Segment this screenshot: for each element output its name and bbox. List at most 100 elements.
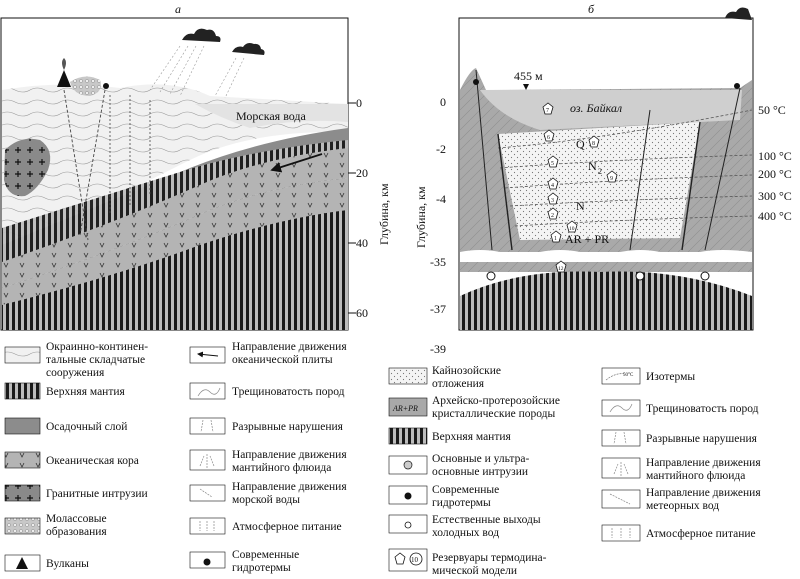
depth-tick: 0 xyxy=(356,96,362,110)
svg-text:5: 5 xyxy=(551,161,554,167)
fault-line xyxy=(497,133,513,251)
cloud-icon xyxy=(232,43,265,55)
legend-swatch xyxy=(4,382,41,400)
isotherm-labels: 50 °C 100 °C 200 °C 300 °C 400 °C xyxy=(758,103,792,223)
reservoir-icon xyxy=(588,135,600,148)
sea-label: Морская вода xyxy=(236,109,307,123)
depth-tick: 60 xyxy=(356,306,368,320)
hydrotherm-icon xyxy=(103,83,109,89)
legend-swatch-text: 10 xyxy=(411,556,419,564)
legend-label: Основные и ультра-основные интрузии xyxy=(432,453,529,478)
isotherm-label: 400 °C xyxy=(758,209,792,223)
depth-axis-title: Глубина, км xyxy=(414,186,428,248)
isotherm-label: 300 °C xyxy=(758,189,792,203)
reservoir-icon xyxy=(543,129,555,142)
molasse xyxy=(70,76,101,96)
oceanic-crust xyxy=(2,148,348,288)
legend-swatch xyxy=(4,417,41,435)
isotherm-line xyxy=(497,109,753,149)
fault-line xyxy=(629,109,651,251)
cloud-icon xyxy=(182,28,221,42)
unit-label: Q xyxy=(576,137,585,151)
legend-swatch xyxy=(189,449,226,471)
isotherm-label: 50 °C xyxy=(758,103,786,117)
legend-label: Атмосферное питание xyxy=(646,528,756,540)
depth-axis-title: Глубина, км xyxy=(377,183,391,245)
legend-label: Резервуары термодина-мической модели xyxy=(432,552,547,577)
isotherm-line xyxy=(514,215,753,227)
svg-text:9: 9 xyxy=(610,176,613,182)
upper-mantle-slab xyxy=(2,140,348,262)
intrusion-icon xyxy=(486,271,496,281)
reservoir-icon xyxy=(606,170,618,183)
volcano-icon xyxy=(57,70,71,87)
elevation-marker xyxy=(523,84,529,90)
legend-label: Разрывные нарушения xyxy=(646,433,758,445)
sea-water xyxy=(195,104,348,128)
legend-swatch xyxy=(4,484,41,502)
cold-spring-icon xyxy=(404,521,412,529)
upper-mantle-dome xyxy=(460,271,752,330)
panel-a: а xyxy=(0,2,391,331)
legend-label: Вулканы xyxy=(46,558,89,570)
legend-label: Верхняя мантия xyxy=(432,431,512,443)
svg-text:4: 4 xyxy=(551,183,554,189)
legend-swatch xyxy=(601,399,641,417)
legend-swatch xyxy=(388,367,428,385)
reservoir-icon xyxy=(394,552,406,565)
svg-text:12: 12 xyxy=(558,266,564,272)
reservoir-icon xyxy=(555,260,567,273)
scale-break xyxy=(460,250,752,264)
legend-swatch xyxy=(388,397,428,417)
depth-tick: 0 xyxy=(440,95,446,109)
hydrotherm-icon xyxy=(473,79,479,85)
unit-label: N xyxy=(588,159,597,173)
depth-axis-b: 0 -2 -4 -35 -37 -39 Глубина, км xyxy=(414,95,446,356)
intrusion-icon xyxy=(635,271,645,281)
isotherm-label: 100 °C xyxy=(758,149,792,163)
fault-line xyxy=(681,121,701,251)
legend-swatch xyxy=(4,451,41,469)
legend-swatch xyxy=(4,346,41,364)
legend-swatch xyxy=(388,427,428,445)
panel-a-label: а xyxy=(175,2,181,16)
unit-label: N xyxy=(576,199,585,213)
legend-swatch-text: AR+PR xyxy=(392,404,418,413)
reservoir-icon xyxy=(547,207,559,220)
hydrotherm-icon xyxy=(404,492,412,500)
legend-swatch xyxy=(601,489,641,509)
cloud-icon xyxy=(725,7,752,21)
depth-tick: -4 xyxy=(436,192,446,206)
svg-text:2: 2 xyxy=(551,213,554,219)
unit-subscript: 2 xyxy=(598,167,602,176)
elevation-label: 455 м xyxy=(514,69,543,83)
depth-tick: -37 xyxy=(430,302,446,316)
depth-tick: -39 xyxy=(430,342,446,356)
legend-label: Гранитные интрузии xyxy=(46,488,148,500)
svg-text:8: 8 xyxy=(592,141,595,147)
isotherm-line xyxy=(509,195,753,207)
lake-baikal xyxy=(480,90,742,130)
legend-label: Трещиноватость пород xyxy=(646,403,759,415)
legend-label: Океаническая кора xyxy=(46,455,139,467)
depth-tick: -2 xyxy=(436,142,446,156)
isotherm-label: 200 °C xyxy=(758,167,792,181)
legend-label: Трещиноватость пород xyxy=(232,386,345,398)
cenozoic-sediments xyxy=(498,122,700,240)
legend-label: Разрывные нарушения xyxy=(232,421,344,433)
isotherm-line xyxy=(504,174,753,189)
panel-b: б 455 м оз. Байкал Q N xyxy=(414,2,792,356)
fault-line xyxy=(704,87,741,251)
volcano-icon xyxy=(16,557,28,569)
svg-text:1: 1 xyxy=(554,236,557,242)
granite-intrusion xyxy=(4,138,51,197)
